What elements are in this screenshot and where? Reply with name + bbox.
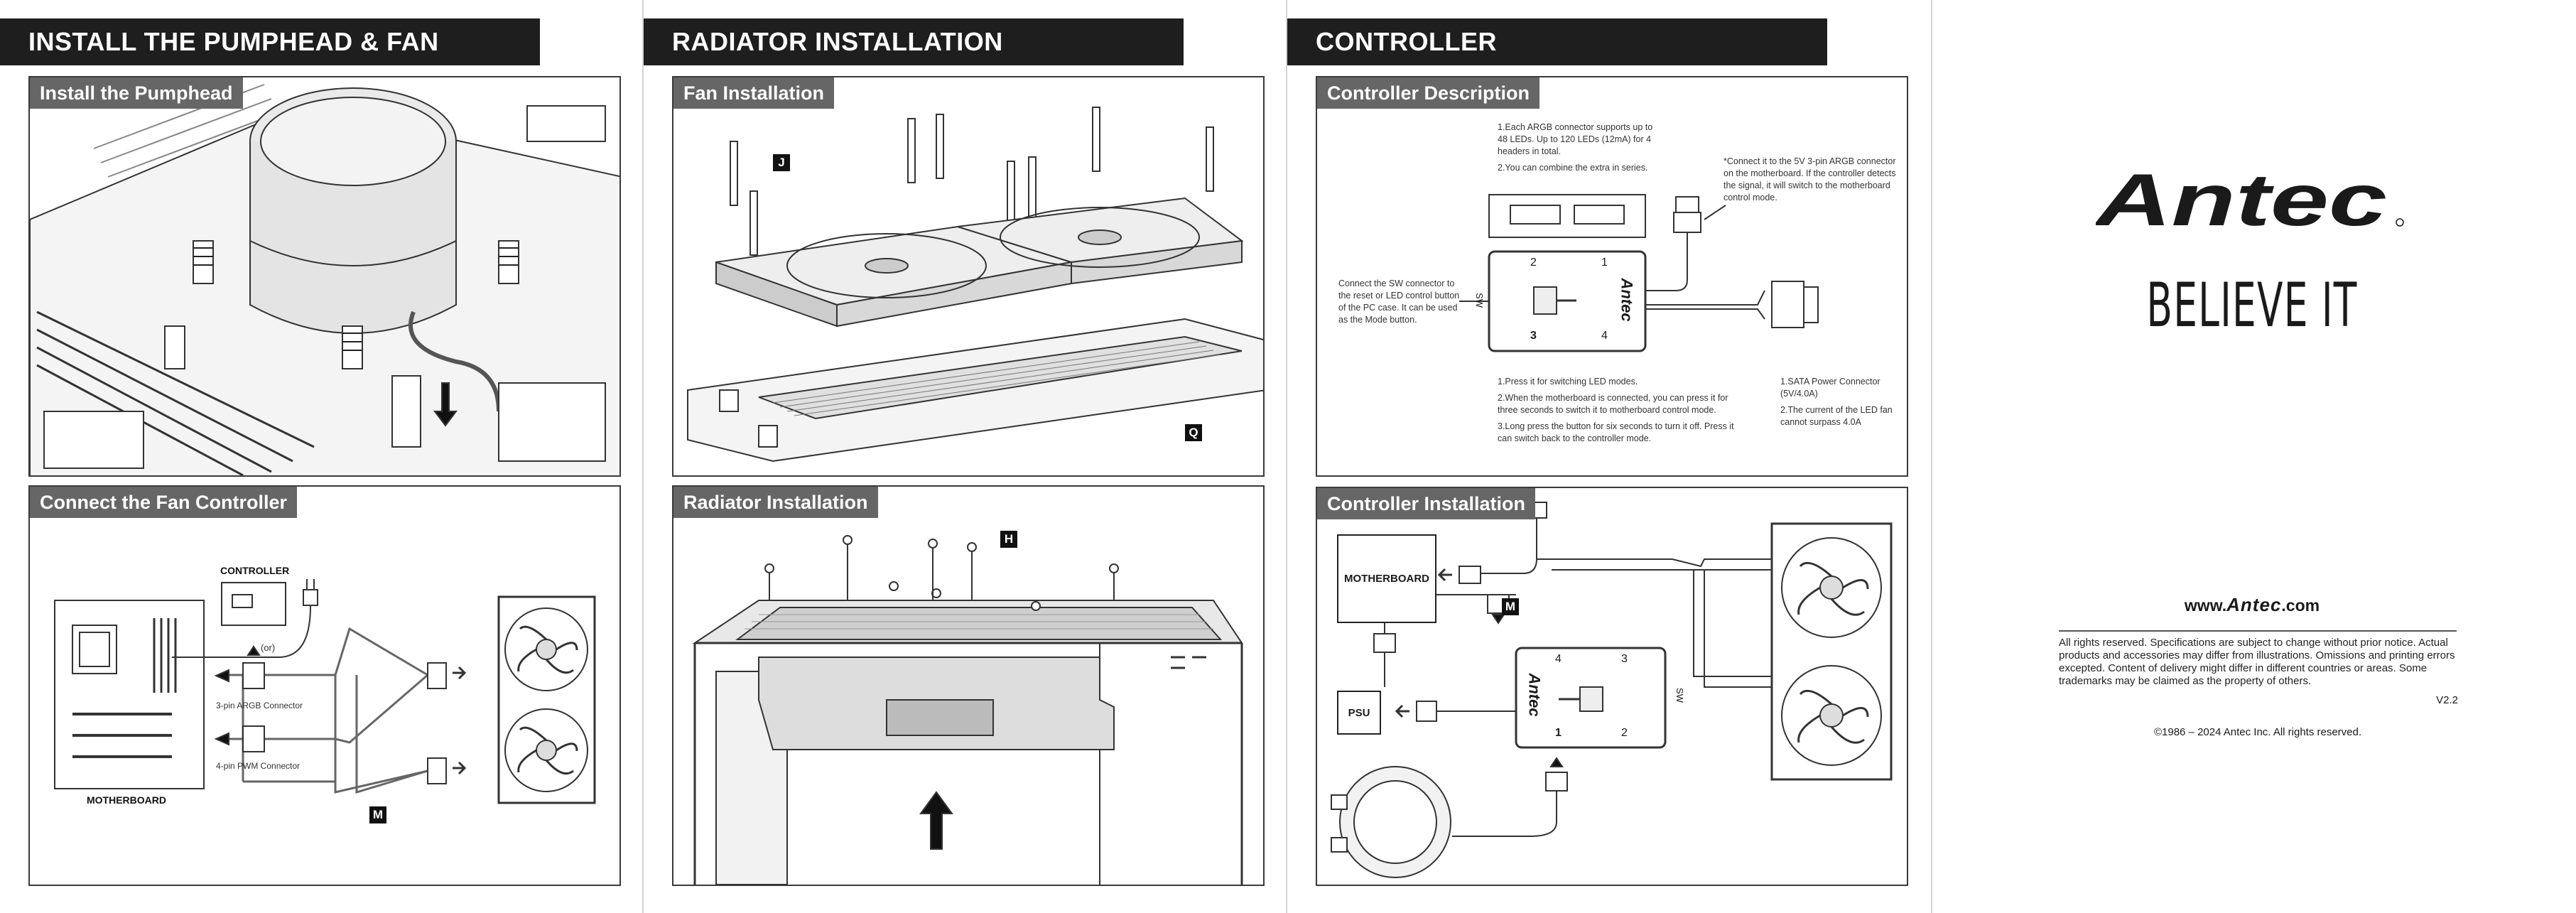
note-top-2: 2.You can combine the extra in series. bbox=[1498, 163, 1648, 173]
note-bottom-1: 1.Press it for switching LED modes. bbox=[1498, 377, 1638, 387]
controller-caption: CONTROLLER bbox=[220, 565, 290, 576]
note-argb: *Connect it to the 5V 3-pin ARGB connect… bbox=[1723, 156, 1896, 202]
psu-box: PSU bbox=[1337, 691, 1381, 735]
note-power-1: 1.SATA Power Connector (5V/4.0A) bbox=[1780, 377, 1880, 399]
website-prefix: www. bbox=[2184, 596, 2227, 615]
panel-label-controller-description: Controller Description bbox=[1317, 77, 1540, 109]
note-top-1: 1.Each ARGB connector supports up to 48 … bbox=[1498, 122, 1653, 156]
notes-power: 1.SATA Power Connector (5V/4.0A) 2.The c… bbox=[1780, 376, 1894, 433]
controller-sw-label: SW bbox=[1473, 293, 1485, 308]
section-header-controller: CONTROLLER bbox=[1287, 18, 1827, 65]
panel-label-radiator-installation: Radiator Installation bbox=[673, 487, 878, 518]
antec-logo-mark: Antec bbox=[2093, 159, 2404, 242]
website-suffix: .com bbox=[2281, 596, 2320, 615]
notes-top: 1.Each ARGB connector supports up to 48 … bbox=[1498, 121, 1661, 178]
part-tag-m-controller: M bbox=[1502, 598, 1519, 615]
controller-installation-illustration bbox=[1331, 502, 1893, 878]
part-tag-m: M bbox=[369, 806, 386, 823]
note-power-2: 2.The current of the LED fan cannot surp… bbox=[1780, 405, 1893, 427]
note-sw: Connect the SW connector to the reset or… bbox=[1338, 279, 1460, 325]
panel-controller-description: Controller Description 1.Each ARGB conne… bbox=[1316, 76, 1908, 477]
install-brand-mark: Antec bbox=[1525, 673, 1544, 717]
controller-brand-mark: Antec bbox=[1618, 278, 1636, 322]
panel-radiator-installation: Radiator Installation H bbox=[672, 485, 1265, 886]
pumphead-illustration bbox=[30, 84, 619, 475]
note-bottom-3: 3.Long press the button for six seconds … bbox=[1498, 421, 1734, 443]
install-port-2: 2 bbox=[1621, 727, 1628, 739]
install-port-4: 4 bbox=[1555, 653, 1562, 665]
version-label: V2.2 bbox=[2436, 694, 2458, 706]
copyright: ©1986 – 2024 Antec Inc. All rights reser… bbox=[2153, 726, 2362, 738]
radiator-installation-illustration bbox=[692, 535, 1243, 885]
section-header-pumphead-fan: INSTALL THE PUMPHEAD & FAN bbox=[0, 18, 540, 65]
column-divider-1 bbox=[642, 0, 644, 913]
notes-bottom: 1.Press it for switching LED modes. 2.Wh… bbox=[1498, 376, 1739, 449]
panel-fan-installation: Fan Installation J Q bbox=[672, 76, 1265, 477]
panel-connect-fan-controller: Connect the Fan Controller CONTROLLER (o… bbox=[28, 485, 621, 886]
panel-label-controller-installation: Controller Installation bbox=[1317, 488, 1536, 519]
antec-logo: Antec bbox=[2093, 159, 2408, 242]
pwm-connector-caption: 4-pin PWM Connector bbox=[216, 761, 301, 771]
part-tag-q: Q bbox=[1185, 424, 1202, 441]
panel-install-pumphead: Install the Pumphead bbox=[28, 76, 621, 477]
website-url[interactable]: www.Antec.com bbox=[2060, 594, 2444, 616]
argb-connector-caption: 3-pin ARGB Connector bbox=[216, 701, 303, 711]
controller-port-3: 3 bbox=[1530, 330, 1537, 342]
slogan: BELIEVE IT bbox=[2146, 270, 2358, 341]
install-sw-label: SW bbox=[1674, 688, 1685, 703]
install-port-3: 3 bbox=[1621, 653, 1628, 665]
website-logo: Antec bbox=[2226, 594, 2282, 615]
fan-controller-illustration bbox=[54, 579, 596, 804]
motherboard-box: MOTHERBOARD bbox=[1337, 534, 1436, 623]
fan-installation-illustration bbox=[687, 107, 1263, 463]
controller-port-1: 1 bbox=[1601, 256, 1608, 269]
panel-label-connect-fan-controller: Connect the Fan Controller bbox=[30, 487, 298, 518]
antec-logo-text: Antec bbox=[2096, 167, 2387, 238]
or-note: (or) bbox=[261, 642, 276, 653]
install-port-1: 1 bbox=[1555, 727, 1562, 739]
motherboard-caption: MOTHERBOARD bbox=[87, 794, 166, 806]
controller-port-4: 4 bbox=[1601, 330, 1608, 342]
panel-label-install-pumphead: Install the Pumphead bbox=[30, 77, 243, 109]
controller-port-2: 2 bbox=[1530, 256, 1537, 269]
panel-label-fan-installation: Fan Installation bbox=[673, 77, 835, 109]
legal-text: All rights reserved. Specifications are … bbox=[2059, 637, 2455, 687]
column-divider-2 bbox=[1286, 0, 1287, 913]
controller-description-illustration bbox=[1459, 194, 1819, 352]
divider-rule bbox=[2059, 630, 2457, 632]
note-bottom-2: 2.When the motherboard is connected, you… bbox=[1498, 393, 1728, 415]
column-divider-3 bbox=[1931, 0, 1932, 913]
part-tag-j: J bbox=[773, 154, 790, 171]
part-tag-h: H bbox=[1000, 531, 1017, 548]
panel-controller-installation: Controller Installation MOTHERBOARD PSU … bbox=[1316, 487, 1908, 886]
section-header-radiator: RADIATOR INSTALLATION bbox=[644, 18, 1184, 65]
